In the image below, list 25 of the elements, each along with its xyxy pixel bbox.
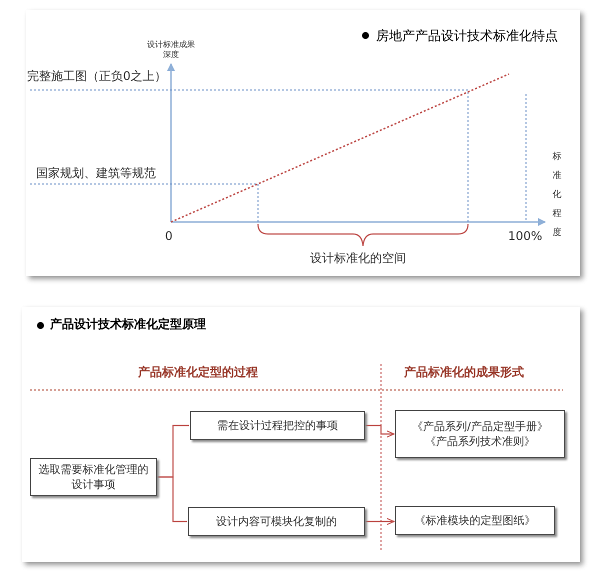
box-text: 《产品系列技术准则》 — [425, 434, 535, 449]
arrow — [365, 518, 394, 525]
box-text: 选取需要标准化管理的设计事项 — [38, 462, 150, 492]
arrow — [365, 424, 394, 438]
axis-title: 设计标准成果深度 — [146, 40, 196, 60]
box-text: 《产品系列/产品定型手册》 — [412, 419, 548, 434]
panel-heading: 房地产产品设计技术标准化特点 — [376, 28, 558, 45]
brace-label: 设计标准化的空间 — [310, 250, 406, 267]
process-box — [395, 410, 565, 458]
process-box — [188, 507, 365, 536]
axis-label: 国家规划、建筑等规范 — [36, 165, 156, 182]
box-text: 需在设计过程把控的事项 — [217, 418, 338, 433]
box-text: 《标准模块的定型图纸》 — [414, 513, 536, 528]
connector-line — [157, 476, 187, 522]
panel-heading: 产品设计技术标准化定型原理 — [50, 316, 206, 333]
tick-label: 0 — [165, 229, 173, 243]
process-box — [190, 411, 365, 440]
process-box — [395, 506, 555, 535]
axis-title: 标准化程度 — [552, 150, 562, 240]
column-heading: 产品标准化定型的过程 — [138, 364, 258, 381]
box-text: 设计内容可模块化复制的 — [216, 514, 337, 529]
axis-label: 完整施工图（正负0之上） — [27, 68, 167, 85]
tick-label: 100% — [508, 229, 542, 243]
column-heading: 产品标准化的成果形式 — [404, 364, 524, 381]
process-box — [30, 458, 157, 496]
